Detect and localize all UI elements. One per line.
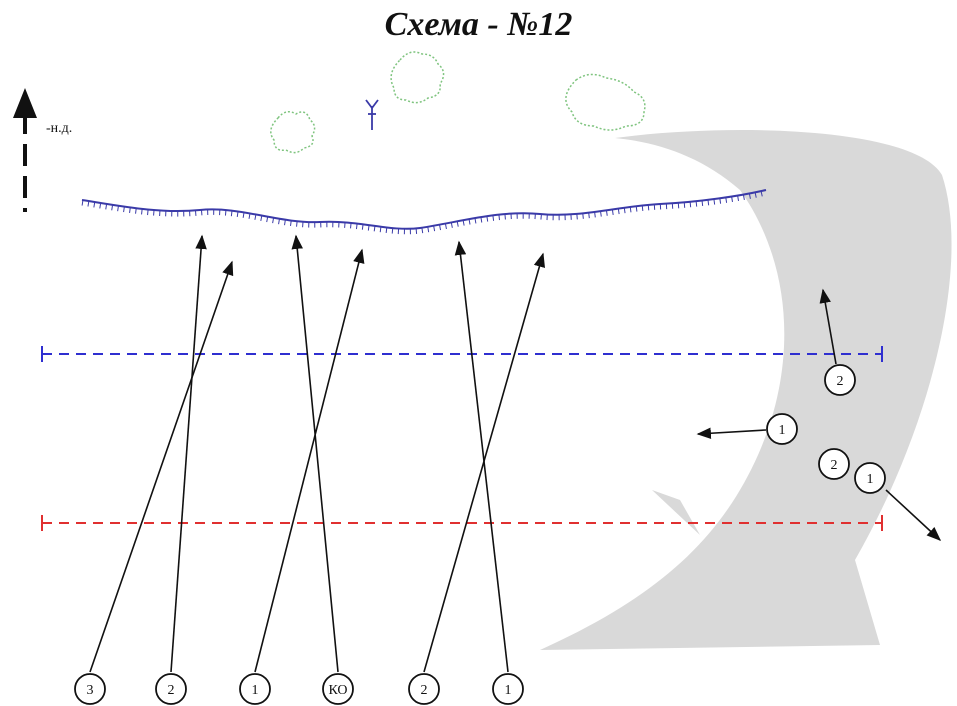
marker-label: 3: [87, 683, 94, 698]
right-markers: 2 1 2 1: [766, 364, 886, 494]
arrow-ko: [291, 234, 339, 673]
arrow-3: [89, 260, 234, 673]
advance-arrows: [89, 234, 942, 673]
arrow-1a: [254, 248, 365, 673]
marker-label: 2: [831, 458, 838, 473]
blue-phase-line: [41, 346, 883, 362]
marker-label: 1: [252, 683, 259, 698]
vegetation-icon: [390, 51, 445, 104]
marker-label: 2: [421, 683, 428, 698]
maneuver-arrow: [540, 130, 952, 650]
front-line: [81, 189, 767, 235]
vegetation-icon: [270, 111, 316, 154]
marker-label: 1: [867, 472, 874, 487]
bottom-markers: 3 2 1 КО 2 1: [74, 673, 524, 705]
marker-label: КО: [328, 683, 347, 698]
arrow-right-1: [696, 427, 767, 439]
direction-label: -н.д.: [46, 121, 72, 136]
diagram-title: Схема - №12: [384, 6, 573, 43]
antenna-icon: [365, 99, 379, 130]
marker-label: 1: [779, 423, 786, 438]
marker-label: 2: [168, 683, 175, 698]
arrow-right-lower: [885, 489, 942, 541]
arrow-2a: [170, 234, 207, 673]
marker-label: 2: [837, 374, 844, 389]
marker-label: 1: [505, 683, 512, 698]
arrow-right-2: [819, 288, 837, 365]
vegetation-icon: [565, 73, 646, 131]
north-direction-arrow-icon: [13, 88, 37, 212]
arrow-1b: [454, 240, 509, 673]
